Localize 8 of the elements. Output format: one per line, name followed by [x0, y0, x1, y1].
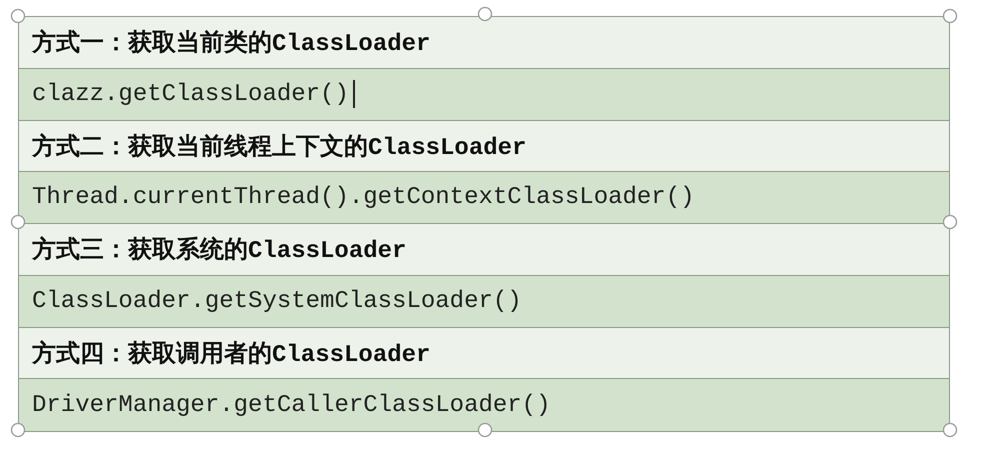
table-cell-code: ClassLoader.getSystemClassLoader(): [19, 276, 949, 328]
table-cell-heading: 方式一：获取当前类的ClassLoader: [19, 17, 949, 69]
table-cell-heading: 方式二：获取当前线程上下文的ClassLoader: [19, 120, 949, 172]
table-cell-heading: 方式三：获取系统的ClassLoader: [19, 224, 949, 276]
table-cell-code: clazz.getClassLoader(): [19, 68, 949, 120]
table-cell-code: Thread.currentThread().getContextClassLoader(): [19, 172, 949, 224]
table-cell-heading: 方式四：获取调用者的ClassLoader: [19, 328, 949, 380]
table-cell-code: DriverManager.getCallerClassLoader(): [19, 379, 949, 431]
